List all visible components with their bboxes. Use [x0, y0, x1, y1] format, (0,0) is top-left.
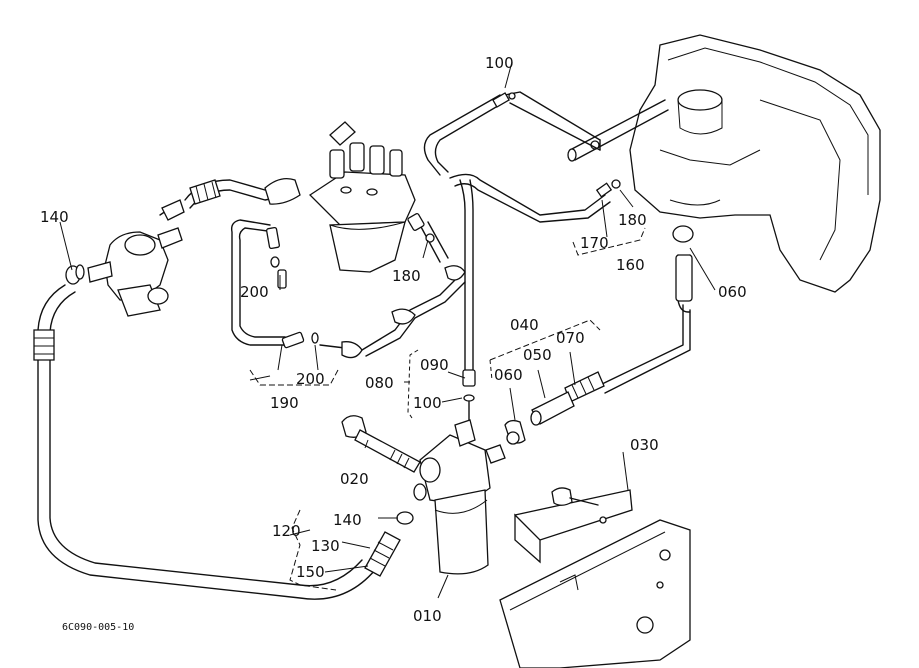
leader-lines [59, 61, 716, 599]
label-180-right: 180 [618, 211, 647, 229]
label-070: 070 [556, 329, 585, 347]
feed-pipe-to-pump [361, 213, 466, 357]
label-100-upper: 100 [485, 54, 514, 72]
label-040: 040 [510, 316, 539, 334]
return-hose [423, 91, 601, 176]
label-020: 020 [340, 470, 369, 488]
label-090: 090 [420, 356, 449, 374]
hose-070 [530, 371, 605, 426]
label-180-center: 180 [392, 267, 421, 285]
leak-off-line [230, 219, 363, 359]
frame-plate [499, 519, 691, 668]
clamp-060-lower [504, 419, 526, 445]
part-labels: 140 100 180 170 160 060 180 200 200 190 … [40, 54, 747, 633]
label-060-upper: 060 [718, 283, 747, 301]
tank-fitting-pipe [567, 99, 669, 162]
label-050: 050 [523, 346, 552, 364]
label-190: 190 [270, 394, 299, 412]
label-120: 120 [272, 522, 301, 540]
fuel-filter [413, 419, 506, 575]
overflow-pipe [159, 177, 301, 221]
label-160: 160 [616, 256, 645, 274]
filter-return-line [459, 179, 476, 426]
label-030: 030 [630, 436, 659, 454]
group-brackets [249, 227, 646, 591]
bracket-030 [514, 487, 633, 564]
fuel-tank [629, 34, 881, 293]
label-010: 010 [413, 607, 442, 625]
clamp-140-upper [65, 264, 85, 285]
label-100-lower: 100 [413, 394, 442, 412]
fuel-hose-long [33, 284, 376, 600]
label-150: 150 [296, 563, 325, 581]
tank-bottom-hose [599, 225, 694, 394]
drawing-code: 6C090-005-10 [62, 622, 134, 633]
label-140-lower: 140 [333, 511, 362, 529]
label-130: 130 [311, 537, 340, 555]
label-140-upper: 140 [40, 208, 69, 226]
label-060-lower: 060 [494, 366, 523, 384]
feed-pump [87, 227, 183, 317]
label-170: 170 [580, 234, 609, 252]
injection-pump [308, 121, 416, 273]
tank-outlet-line [449, 173, 621, 223]
hose-130 [364, 511, 414, 577]
label-080: 080 [365, 374, 394, 392]
label-200-left: 200 [240, 283, 269, 301]
bolt-020 [341, 415, 421, 473]
label-200-lower: 200 [296, 370, 325, 388]
